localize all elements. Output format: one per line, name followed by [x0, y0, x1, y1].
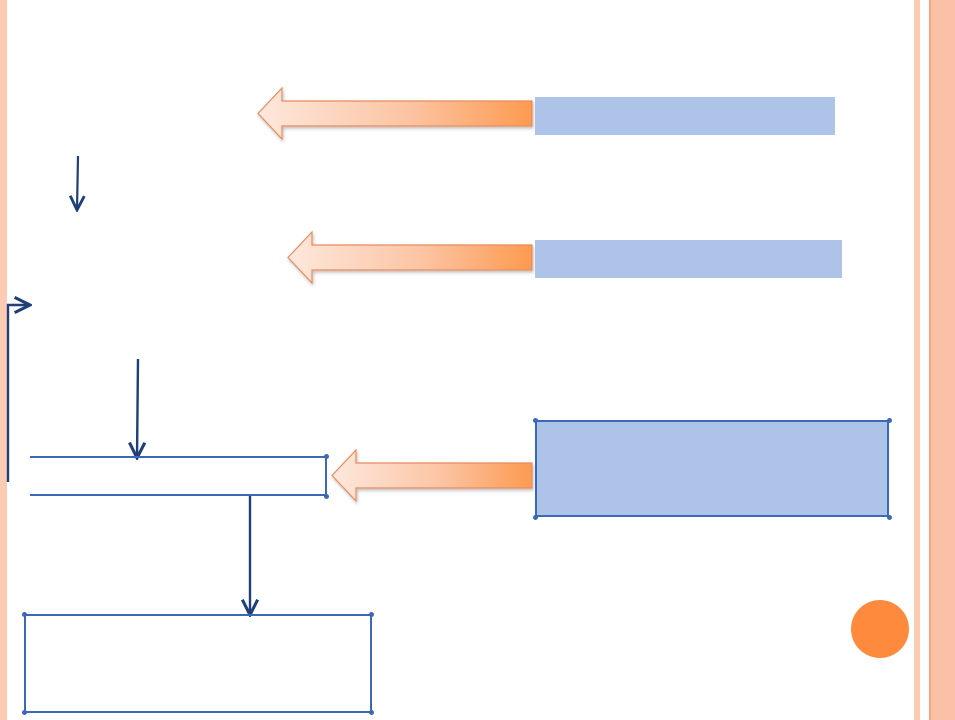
corner-dot	[887, 515, 892, 520]
corner-dot	[324, 494, 329, 499]
corner-dot	[533, 418, 538, 423]
left-arrow-icon	[287, 230, 533, 285]
left-arrow-icon	[257, 86, 533, 141]
down-arrow-icon	[77, 155, 78, 210]
corner-dot	[22, 612, 27, 617]
left-arrow-icon	[331, 448, 533, 503]
corner-dot	[369, 612, 374, 617]
right-label-box	[535, 420, 889, 517]
process-box	[30, 456, 327, 496]
slide-right-border-thick	[929, 0, 955, 720]
down-arrow-icon	[137, 358, 138, 458]
corner-dot	[369, 710, 374, 715]
output-box	[24, 614, 372, 713]
slide-right-border-thin	[914, 0, 920, 720]
corner-dot	[533, 515, 538, 520]
elbow-right-arrow-icon	[6, 305, 30, 482]
corner-dot	[887, 418, 892, 423]
top-label-box	[535, 97, 835, 135]
orange-circle-icon	[851, 600, 909, 658]
corner-dot	[324, 454, 329, 459]
slide-left-border	[0, 0, 7, 720]
corner-dot	[22, 710, 27, 715]
middle-label-box	[535, 240, 842, 278]
